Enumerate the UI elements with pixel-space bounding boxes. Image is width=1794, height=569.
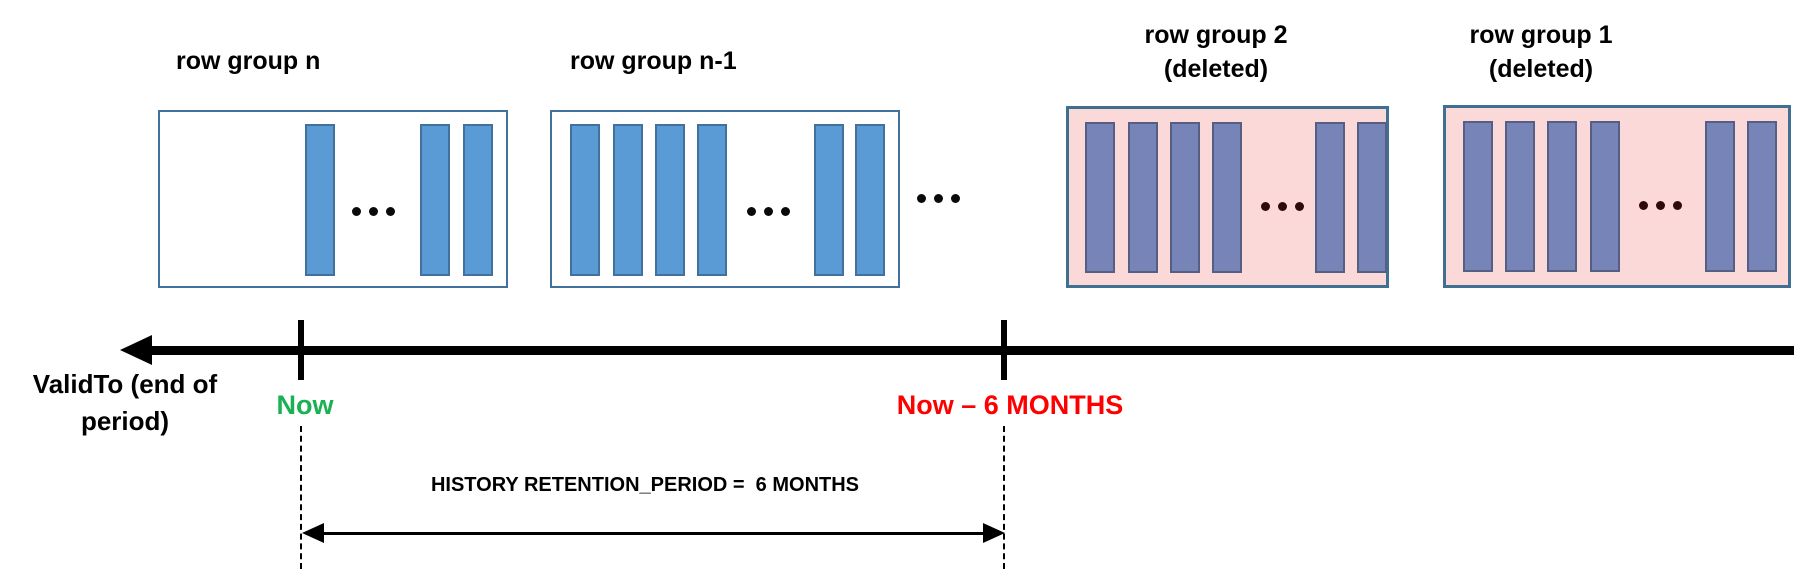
row-bar <box>1357 122 1387 273</box>
ellipsis-icon <box>1639 200 1682 210</box>
row-bar <box>1463 121 1493 272</box>
now-label: Now <box>276 390 334 420</box>
row-bar <box>305 124 335 276</box>
row-bar <box>655 124 685 276</box>
row-group-n-title: row group n <box>176 44 320 78</box>
row-bar <box>570 124 600 276</box>
row-bar <box>1747 121 1777 272</box>
timeline-axis <box>142 346 1794 355</box>
row-bar <box>1505 121 1535 272</box>
now-dashed-line <box>300 426 302 569</box>
row-group-n-box <box>158 110 508 288</box>
ellipsis-icon <box>917 193 960 203</box>
row-group-1-title: row group 1 (deleted) <box>1391 18 1691 86</box>
retention-arrowhead-right-icon <box>983 523 1005 543</box>
row-group-2-title: row group 2 (deleted) <box>1066 18 1366 86</box>
ellipsis-icon <box>747 206 790 216</box>
row-bar <box>1590 121 1620 272</box>
row-bar <box>1170 122 1200 273</box>
axis-label: ValidTo (end of period) <box>10 366 240 440</box>
row-bar <box>1315 122 1345 273</box>
retention-span-arrow <box>306 532 1000 535</box>
axis-left-arrowhead-icon <box>120 335 152 365</box>
row-bar <box>855 124 885 276</box>
row-bar <box>1705 121 1735 272</box>
row-group-n-1-title: row group n-1 <box>570 44 737 78</box>
past-tick <box>1001 320 1007 380</box>
row-bar <box>1085 122 1115 273</box>
axis-label-sub: (end of period) <box>80 369 218 436</box>
row-group-1-box <box>1443 105 1791 288</box>
row-bar <box>1128 122 1158 273</box>
row-group-label: row group 1 <box>1469 21 1613 49</box>
row-bar <box>814 124 844 276</box>
past-dashed-line <box>1003 426 1005 569</box>
row-group-n-1-box <box>550 110 900 288</box>
row-bar <box>613 124 643 276</box>
ellipsis-icon <box>1261 201 1304 211</box>
now-tick <box>298 320 304 380</box>
row-bar <box>697 124 727 276</box>
row-group-status: (deleted) <box>1488 55 1594 83</box>
past-label: Now – 6 MONTHS <box>896 390 1124 420</box>
retention-arrowhead-left-icon <box>302 523 324 543</box>
row-group-label: row group n <box>176 47 321 75</box>
row-group-label: row group n-1 <box>570 47 737 75</box>
row-bar <box>463 124 493 276</box>
row-group-2-box <box>1066 106 1389 288</box>
row-bar <box>1212 122 1242 273</box>
ellipsis-icon <box>352 206 395 216</box>
row-group-label: row group 2 <box>1144 21 1288 49</box>
row-bar <box>1547 121 1577 272</box>
retention-label: HISTORY RETENTION_PERIOD = 6 MONTHS <box>430 474 860 496</box>
row-group-status: (deleted) <box>1163 55 1269 83</box>
axis-label-main: ValidTo <box>32 369 124 399</box>
row-bar <box>420 124 450 276</box>
